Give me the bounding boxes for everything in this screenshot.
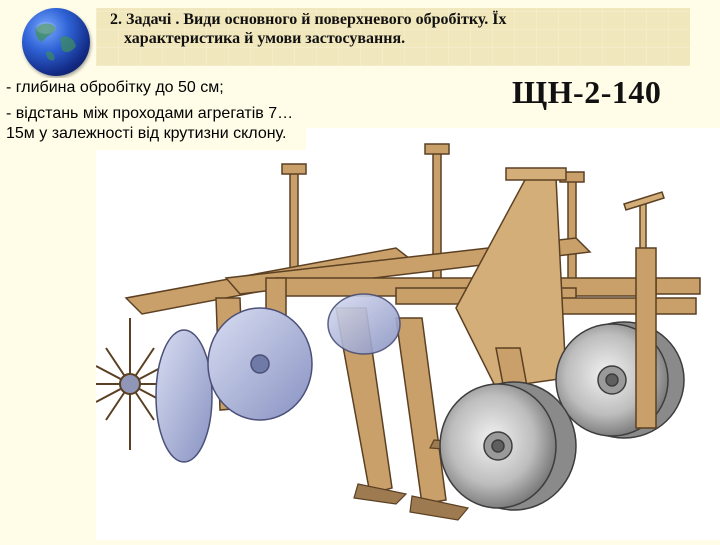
model-label: ЩН-2-140 xyxy=(512,74,662,110)
machine-illustration xyxy=(95,128,720,540)
title-line-2: характеристика й умови застосування. xyxy=(124,30,406,47)
slide-title: 2. Задачі . Види основного й поверхневог… xyxy=(110,10,690,48)
bullet-item: - відстань між проходами агрегатів 7…15м… xyxy=(6,105,294,142)
bullet-list: - глибина обробітку до 50 см; - відстань… xyxy=(6,78,306,150)
title-line-1: 2. Задачі . Види основного й поверхневог… xyxy=(110,11,507,28)
rear-arm xyxy=(635,247,701,429)
plough-drawing xyxy=(95,143,701,521)
title-band xyxy=(96,8,690,66)
globe-icon xyxy=(22,8,90,76)
star-wheel xyxy=(95,318,166,450)
bullet-item: - глибина обробітку до 50 см; xyxy=(6,79,224,96)
discs xyxy=(155,293,401,463)
